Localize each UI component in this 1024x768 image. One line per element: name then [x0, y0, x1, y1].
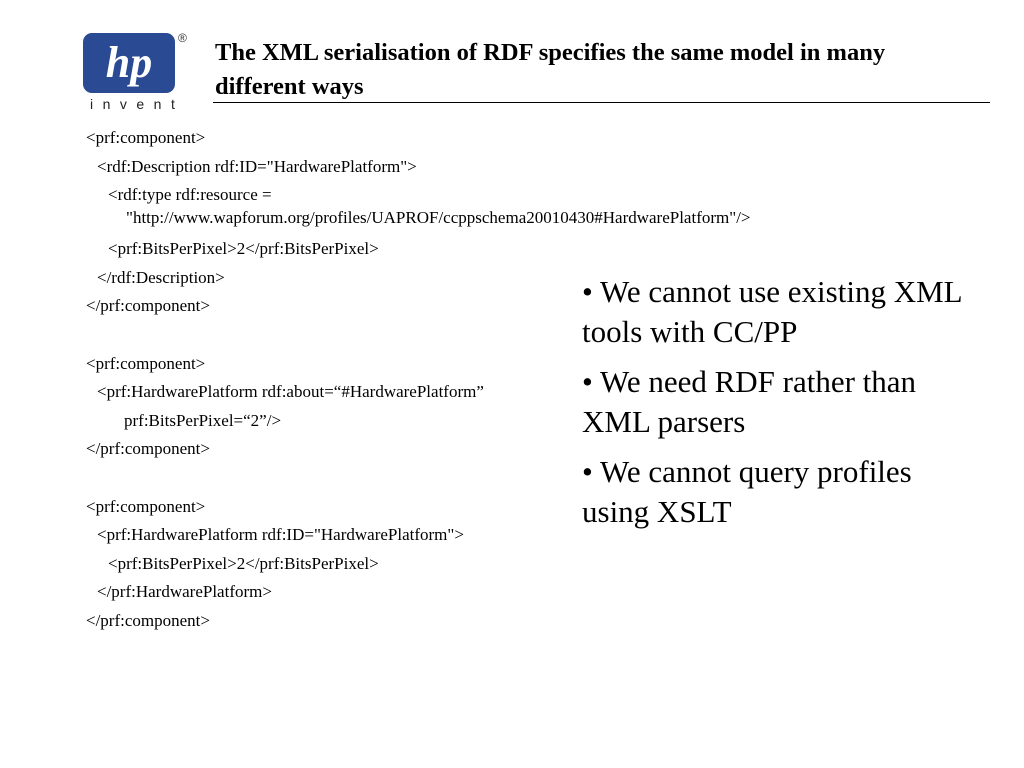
code-line: <rdf:type rdf:resource = "http://www.wapf… [86, 181, 886, 235]
code-line: <prf:component> [86, 493, 886, 522]
code-line: </rdf:Description> [86, 264, 886, 293]
code-line: <prf:BitsPerPixel>2</prf:BitsPerPixel> [86, 235, 886, 264]
code-line-text: prf:BitsPerPixel=“2”/> [124, 410, 282, 430]
code-line-text: <rdf:type rdf:resource = [108, 185, 272, 205]
logo-tagline: invent [90, 96, 185, 112]
code-line: </prf:HardwarePlatform> [86, 578, 886, 607]
code-line-text: <rdf:Description rdf:ID="HardwarePlatfor… [97, 156, 417, 176]
code-line: </prf:component> [86, 607, 886, 636]
code-line: <prf:HardwarePlatform rdf:about=“#Hardwa… [86, 378, 886, 407]
code-line-text: </prf:component> [86, 439, 210, 459]
logo-letters: hp [106, 38, 152, 87]
code-line-text: </prf:component> [86, 296, 210, 316]
bullet-item: • We need RDF rather than XML parsers [582, 364, 917, 439]
code-line: </prf:component> [86, 292, 886, 321]
code-line-text: </rdf:Description> [97, 267, 225, 287]
slide-title: The XML serialisation of RDF specifies t… [215, 39, 886, 100]
code-line: <prf:component> [86, 350, 886, 379]
code-line-text: <prf:HardwarePlatform rdf:about=“#Hardwa… [97, 382, 484, 402]
code-line-text: </prf:component> [86, 610, 210, 630]
bullet-item: • We cannot query profiles using XSLT [582, 454, 912, 529]
bullet-item: • We cannot use existing XML tools with … [582, 274, 962, 349]
hp-logo: hp ® invent [82, 31, 192, 116]
code-line: <prf:BitsPerPixel>2</prf:BitsPerPixel> [86, 550, 886, 579]
code-line-text: <prf:component> [86, 128, 206, 147]
code-line: <prf:HardwarePlatform rdf:ID="HardwarePl… [86, 521, 886, 550]
code-line-text: <prf:component> [86, 353, 206, 373]
code-line: prf:BitsPerPixel=“2”/> [86, 407, 886, 436]
registered-mark: ® [178, 31, 187, 45]
code-line: </prf:component> [86, 435, 886, 464]
rdf-code-sample: <prf:component> <rdf:Description rdf:ID="… [86, 124, 886, 636]
code-line-text: <prf:BitsPerPixel>2</prf:BitsPerPixel> [108, 553, 379, 573]
code-line-text: </prf:HardwarePlatform> [97, 582, 272, 602]
title-divider [213, 102, 990, 103]
code-line-continuation: "http://www.wapforum.org/profiles/UAPROF… [126, 208, 751, 228]
code-line-text: <prf:HardwarePlatform rdf:ID="HardwarePl… [97, 525, 464, 545]
code-line-text: <prf:component> [86, 496, 206, 516]
hp-logo-icon: hp [83, 33, 175, 93]
bullet-list: • We cannot use existing XML tools with … [582, 272, 982, 542]
code-line-text: <prf:BitsPerPixel>2</prf:BitsPerPixel> [108, 239, 379, 259]
code-line: <prf:component> [86, 124, 886, 153]
code-line: <rdf:Description rdf:ID="HardwarePlatfor… [86, 153, 886, 182]
